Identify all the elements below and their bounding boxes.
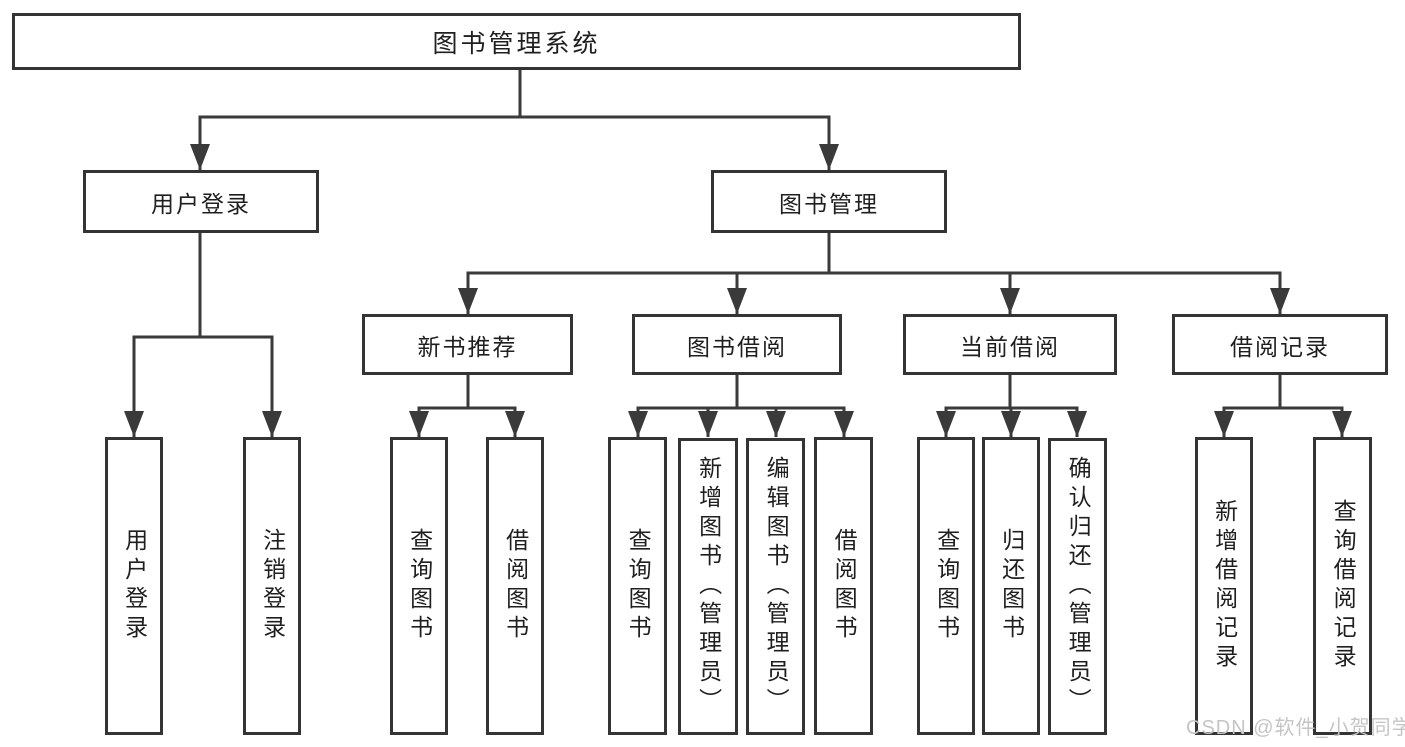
leaf-query-books-3: 查询图书 (917, 437, 975, 735)
leaf-add-borrow-record: 新增借阅记录 (1195, 437, 1253, 735)
node-label: 编辑图书（管理员） (763, 456, 790, 717)
node-label: 借阅图书 (502, 528, 529, 644)
node-borrowing-records: 借阅记录 (1172, 314, 1388, 375)
leaf-borrow-books-2: 借阅图书 (814, 437, 873, 735)
leaf-user-login: 用户登录 (105, 437, 163, 735)
leaf-query-books-2: 查询图书 (608, 437, 667, 735)
node-user-login: 用户登录 (83, 170, 319, 233)
leaf-query-borrow-record: 查询借阅记录 (1313, 437, 1372, 735)
leaf-add-books-admin: 新增图书（管理员） (678, 438, 738, 735)
node-new-book-recommendation: 新书推荐 (362, 314, 573, 375)
node-label: 注销登录 (259, 528, 286, 644)
node-label: 查询图书 (933, 528, 960, 644)
node-current-borrowing: 当前借阅 (903, 314, 1117, 375)
node-label: 图书借阅 (687, 333, 787, 360)
leaf-query-books-1: 查询图书 (390, 437, 448, 735)
node-label: 图书管理 (779, 190, 879, 217)
node-label: 借阅记录 (1230, 333, 1330, 360)
node-label: 当前借阅 (960, 333, 1060, 360)
node-label: 新增图书（管理员） (695, 456, 722, 717)
node-book-borrowing: 图书借阅 (632, 314, 842, 375)
leaf-return-books: 归还图书 (982, 437, 1040, 735)
node-label: 查询借阅记录 (1330, 499, 1357, 673)
node-label: 查询图书 (625, 528, 652, 644)
leaf-edit-books-admin: 编辑图书（管理员） (746, 438, 805, 735)
leaf-confirm-return-admin: 确认归还（管理员） (1048, 438, 1107, 735)
leaf-borrow-books-1: 借阅图书 (486, 437, 544, 735)
node-label: 借阅图书 (831, 528, 858, 644)
node-library-management-system: 图书管理系统 (12, 13, 1021, 70)
node-label: 用户登录 (151, 190, 251, 217)
node-label: 新书推荐 (417, 333, 518, 360)
node-book-management: 图书管理 (711, 170, 947, 233)
tree-edges (132, 67, 1344, 437)
node-label: 用户登录 (121, 528, 148, 644)
node-label: 归还图书 (998, 528, 1025, 644)
node-label: 图书管理系统 (432, 29, 601, 58)
node-label: 确认归还（管理员） (1065, 456, 1092, 717)
node-label: 查询图书 (406, 528, 433, 644)
node-label: 新增借阅记录 (1211, 499, 1238, 673)
csdn-watermark: CSDN @软件_小贺同学 (1186, 717, 1405, 739)
leaf-logout: 注销登录 (243, 437, 301, 735)
